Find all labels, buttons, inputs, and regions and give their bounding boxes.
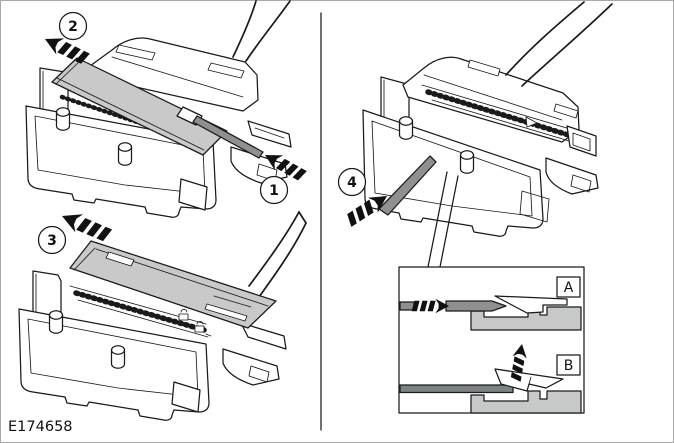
trim-tool-blade-icon [192, 115, 264, 159]
mounting-post [117, 142, 133, 166]
callout-4-label: 4 [347, 175, 357, 191]
lock-symbol-icon [194, 321, 212, 337]
callout-3-label: 3 [47, 233, 57, 249]
housing-section [470, 306, 582, 331]
connector-body [18, 285, 212, 421]
latch-detail-inset: A B [398, 266, 585, 414]
detail-view-b: B [399, 342, 582, 414]
mounting-post [55, 107, 71, 131]
connector-end-brackets [222, 322, 287, 386]
tool-shaft [399, 301, 415, 311]
slide-direction-marker-icon [525, 116, 538, 128]
callout-2-label: 2 [68, 19, 78, 35]
mounting-post [459, 150, 475, 174]
detail-view-a: A [399, 276, 582, 331]
figure-id: E174658 [8, 419, 73, 435]
unlock-symbol-icon [178, 309, 189, 321]
connector-body [362, 109, 550, 237]
housing-section [470, 390, 582, 414]
connector-rear-housing [89, 37, 259, 112]
illustration-steps-1-2: 2 1 [25, 0, 309, 218]
wire-harness-icon [248, 211, 307, 298]
callout-2: 2 [58, 11, 88, 41]
cover-slot [105, 251, 135, 267]
latch-tab [494, 295, 568, 314]
detail-b-text: B [564, 358, 574, 374]
callout-1: 1 [259, 175, 289, 205]
detail-a-text: A [564, 280, 574, 296]
terminal-row [73, 290, 207, 333]
connector-rear-housing [402, 56, 580, 144]
detail-b-label: B [556, 354, 581, 376]
mounting-post [110, 345, 126, 369]
terminal-row [425, 89, 575, 139]
callout-4: 4 [337, 167, 367, 197]
inset-leader-lines [427, 171, 459, 268]
screwdriver-blade-icon [378, 155, 437, 216]
cover-rail-edge [399, 384, 514, 394]
callout-3: 3 [37, 225, 67, 255]
removed-cover-plate [69, 240, 277, 329]
detail-a-label: A [556, 276, 581, 298]
tool-blade-tip [445, 300, 507, 312]
mounting-post [48, 310, 64, 334]
wire-harness-icon [505, 1, 613, 87]
illustration-step-3: 3 [18, 206, 307, 421]
connector-end-brackets [545, 125, 599, 195]
illustration-step-4: 4 [337, 1, 613, 268]
mounting-post [398, 116, 414, 140]
callout-1-label: 1 [269, 183, 279, 199]
cover-slot [204, 303, 248, 322]
wire-harness-icon [232, 0, 291, 62]
step-arrow-icon [57, 206, 114, 246]
